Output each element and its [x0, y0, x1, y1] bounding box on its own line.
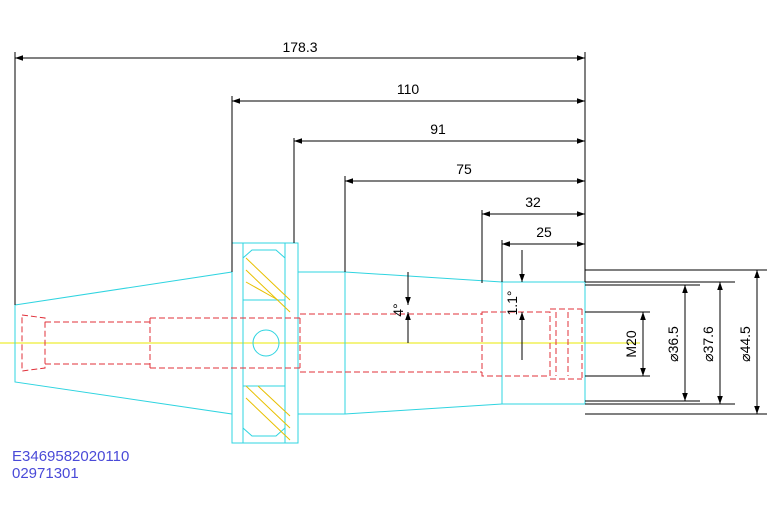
dim-thread: M20: [623, 330, 639, 357]
dim-length-75: 75: [456, 161, 472, 177]
part-number-line-2: 02971301: [12, 465, 79, 482]
flange-hatch: [245, 257, 291, 441]
holder-outline: [14, 242, 586, 444]
hidden-lines: [21, 308, 583, 380]
dim-length-91: 91: [430, 121, 446, 137]
dim-small-angle: 1.1°: [504, 290, 520, 315]
dim-overall-length: 178.3: [282, 39, 317, 55]
dim-taper-angle: 4°: [390, 303, 406, 316]
dim-diameter-36-5: ⌀36.5: [665, 326, 681, 362]
dim-length-110: 110: [397, 81, 420, 97]
dim-length-25: 25: [536, 224, 552, 240]
dim-diameter-44-5: ⌀44.5: [737, 326, 753, 362]
dim-diameter-37-6: ⌀37.6: [700, 326, 716, 362]
dimension-lines: [14, 52, 767, 415]
part-number-line-1: E3469582020110: [12, 448, 130, 465]
part-number: E3469582020110 02971301: [12, 448, 129, 482]
dim-length-32: 32: [525, 194, 541, 210]
